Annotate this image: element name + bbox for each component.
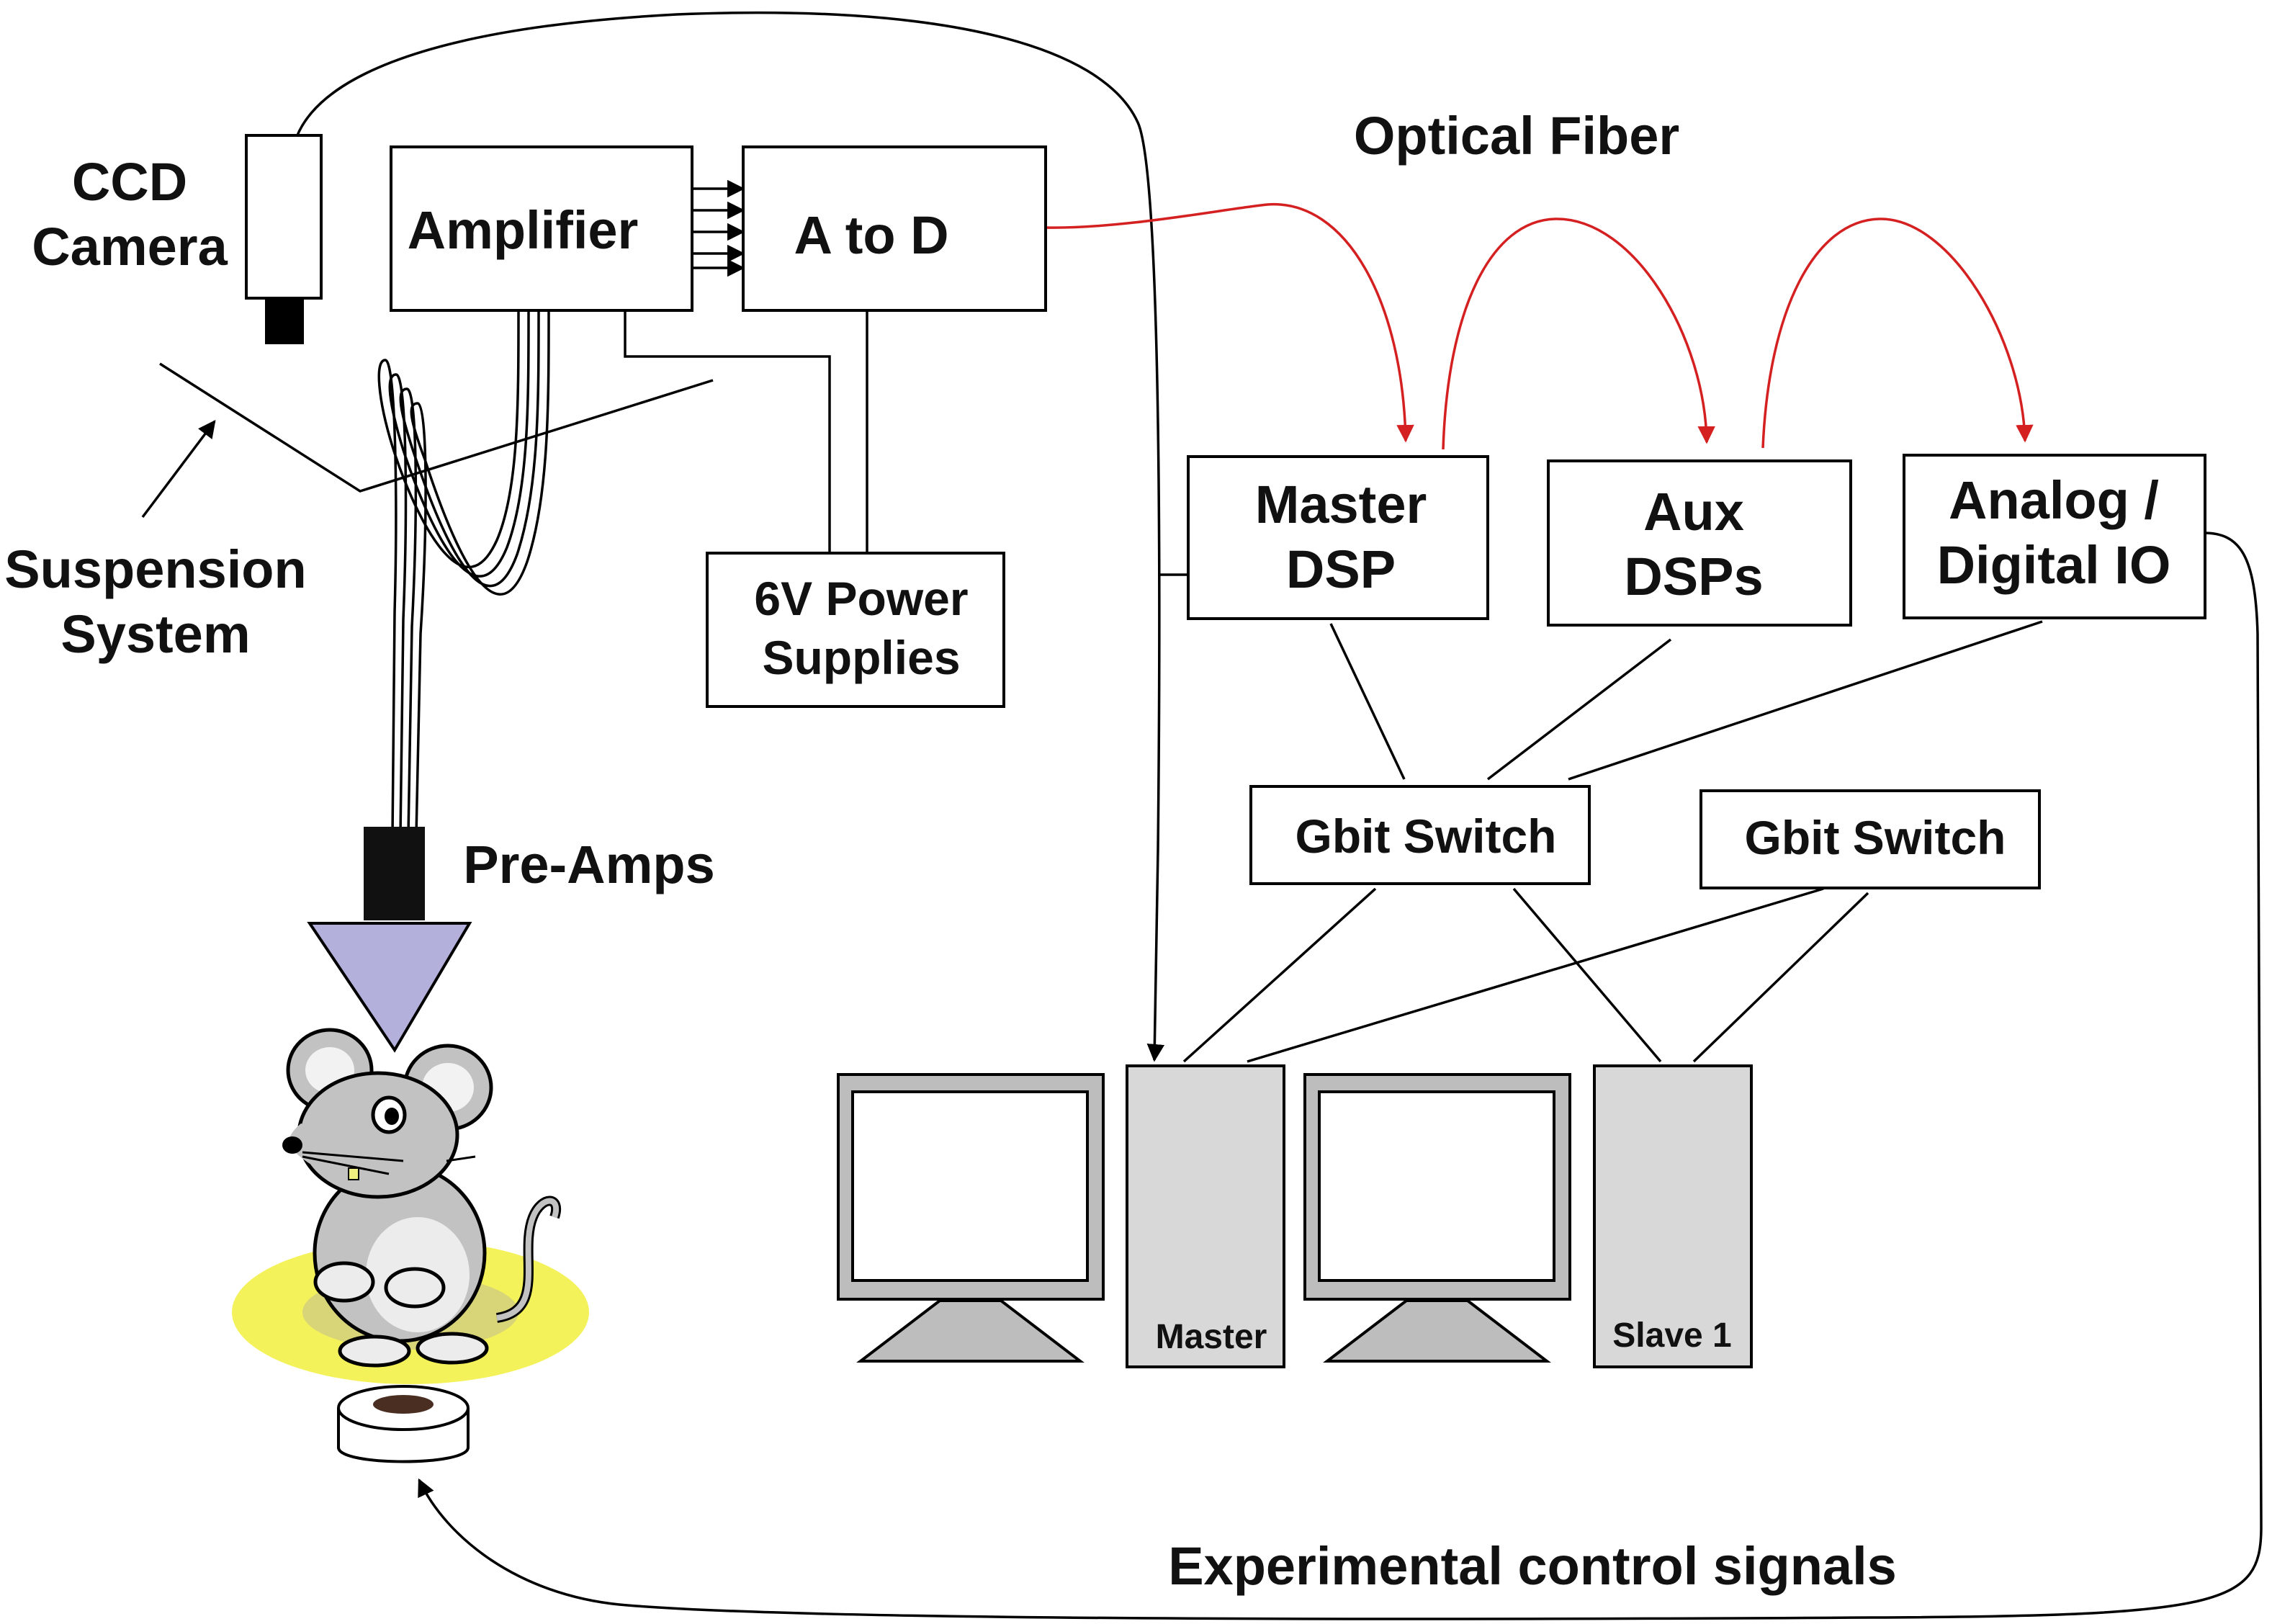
slave-computer-label: Slave 1 xyxy=(1612,1316,1731,1355)
connection-lines xyxy=(141,11,2263,1620)
mouse-illustration xyxy=(232,1028,589,1384)
power-supplies-label-1: 6V Power xyxy=(754,572,968,625)
analog-io-label-1: Analog / xyxy=(1949,470,2159,530)
master-computer-tower xyxy=(1126,1064,1285,1368)
master-dsp-label-1: Master xyxy=(1255,475,1427,534)
reward-dish xyxy=(337,1385,470,1463)
aux-dsps-label-2: DSPs xyxy=(1624,547,1763,606)
master-dsp-box xyxy=(1187,455,1489,620)
pre-amp-headstage xyxy=(364,827,425,920)
power-supplies-label-2: Supplies xyxy=(762,631,960,684)
slave-computer-tower xyxy=(1593,1064,1753,1368)
a-to-d-box xyxy=(742,145,1047,312)
pre-amp-cable-bundle xyxy=(377,310,550,836)
gbit-switch-1-label: Gbit Switch xyxy=(1296,809,1557,863)
pre-amp-cone xyxy=(307,922,472,1053)
monitor-left xyxy=(837,1073,1105,1363)
aux-dsps-box xyxy=(1547,459,1852,627)
experimental-control-label: Experimental control signals xyxy=(1168,1536,1897,1596)
a-to-d-label: A to D xyxy=(794,205,948,265)
analog-digital-io-box xyxy=(1903,454,2206,619)
ccd-camera-label-1: CCD xyxy=(72,152,187,212)
ccd-camera xyxy=(245,134,323,344)
optical-fiber-label: Optical Fiber xyxy=(1354,106,1679,166)
pre-amps-label: Pre-Amps xyxy=(463,835,715,894)
pre-amps xyxy=(307,827,472,1053)
mouse-nose xyxy=(282,1136,302,1154)
aux-dsps-label-1: Aux xyxy=(1643,482,1744,542)
camera-lens xyxy=(265,298,304,344)
gbit-switch-2-box xyxy=(1699,789,2041,889)
gbit-switch-1-box xyxy=(1249,785,1591,885)
amplifier-box xyxy=(390,145,693,312)
camera-body xyxy=(245,134,323,300)
master-computer-label: Master xyxy=(1156,1318,1267,1356)
amplifier-label: Amplifier xyxy=(408,200,639,260)
ccd-camera-label-2: Camera xyxy=(32,217,228,277)
power-supplies-box xyxy=(706,552,1005,708)
analog-io-label-2: Digital IO xyxy=(1937,535,2171,595)
suspension-label-1: Suspension xyxy=(4,539,306,599)
suspension-label-2: System xyxy=(60,604,250,664)
monitor-right xyxy=(1303,1073,1571,1363)
gbit-switch-2-label: Gbit Switch xyxy=(1745,811,2006,864)
master-dsp-label-2: DSP xyxy=(1286,539,1396,599)
optical-fiber-lines xyxy=(1045,203,2034,450)
